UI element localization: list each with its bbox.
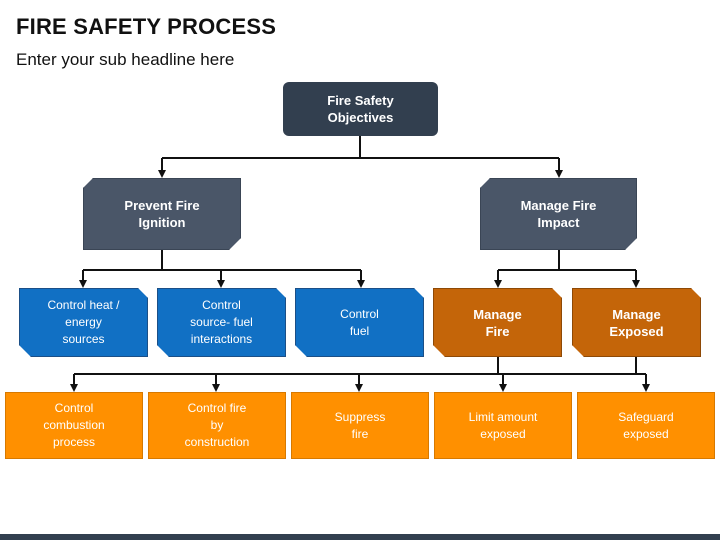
node-control-construction: Control fire by construction bbox=[148, 392, 286, 459]
node-suppress-fire: Suppress fire bbox=[291, 392, 429, 459]
footer-bar bbox=[0, 534, 720, 540]
node-fire-safety-objectives: Fire Safety Objectives bbox=[283, 82, 438, 136]
node-control-heat: Control heat / energy sources bbox=[19, 288, 148, 357]
page-subtitle: Enter your sub headline here bbox=[16, 50, 235, 69]
node-manage-exposed: Manage Exposed bbox=[572, 288, 701, 357]
node-prevent-fire-ignition: Prevent Fire Ignition bbox=[83, 178, 241, 250]
node-safeguard-exposed: Safeguard exposed bbox=[577, 392, 715, 459]
node-control-fuel: Control fuel bbox=[295, 288, 424, 357]
node-limit-amount: Limit amount exposed bbox=[434, 392, 572, 459]
node-control-combustion: Control combustion process bbox=[5, 392, 143, 459]
node-manage-fire-impact: Manage Fire Impact bbox=[480, 178, 637, 250]
node-control-source: Control source- fuel interactions bbox=[157, 288, 286, 357]
page-title: FIRE SAFETY PROCESS bbox=[16, 14, 277, 39]
node-manage-fire: Manage Fire bbox=[433, 288, 562, 357]
